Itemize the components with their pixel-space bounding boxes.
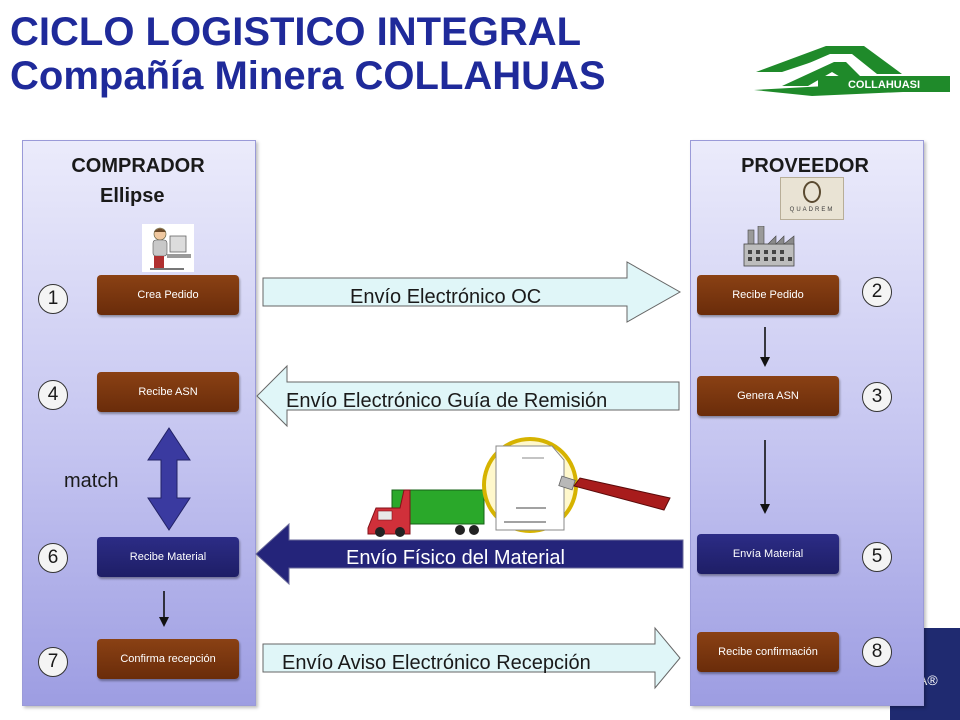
step-number-8: 8 bbox=[862, 637, 892, 667]
step-envia-material: Envía Material bbox=[697, 534, 839, 574]
flow-label-guia: Envío Electrónico Guía de Remisión bbox=[286, 390, 608, 412]
supplier-panel bbox=[690, 140, 924, 706]
step-recibe-material: Recibe Material bbox=[97, 537, 239, 577]
step-confirma-recepcion-label: Confirma recepción bbox=[120, 653, 216, 665]
step-recibe-material-label: Recibe Material bbox=[129, 551, 207, 563]
step-number-4: 4 bbox=[38, 380, 68, 410]
flow-arrow-material bbox=[255, 522, 684, 586]
flow-label-recepcion: Envío Aviso Electrónico Recepción bbox=[282, 652, 591, 674]
slide-title: CICLO LOGISTICO INTEGRAL Compañía Minera… bbox=[10, 10, 606, 98]
step-genera-asn-label: Genera ASN bbox=[737, 390, 799, 402]
step-crea-pedido-label: Crea Pedido bbox=[137, 289, 199, 301]
magnifier-document-icon bbox=[482, 437, 671, 533]
step-recibe-pedido-label: Recibe Pedido bbox=[732, 289, 804, 301]
flow-arrow-recepcion bbox=[262, 626, 681, 690]
office-worker-icon bbox=[142, 224, 194, 272]
flow-label-material: Envío Físico del Material bbox=[346, 547, 565, 569]
down-arrow-6-7-head bbox=[159, 617, 169, 627]
logo-wordmark: COLLAHUASI bbox=[848, 79, 920, 91]
step-recibe-asn: Recibe ASN bbox=[97, 372, 239, 412]
step-envia-material-label: Envía Material bbox=[732, 548, 804, 560]
step-recibe-pedido: Recibe Pedido bbox=[697, 275, 839, 315]
buyer-header: COMPRADOR bbox=[71, 155, 205, 177]
step-number-1: 1 bbox=[38, 284, 68, 314]
step-recibe-asn-label: Recibe ASN bbox=[138, 386, 198, 398]
quadrem-badge: QUADREM bbox=[780, 177, 844, 220]
title-line-2: Compañía Minera COLLAHUAS bbox=[10, 54, 606, 98]
step-genera-asn: Genera ASN bbox=[697, 376, 839, 416]
match-double-arrow bbox=[147, 427, 191, 531]
step-crea-pedido: Crea Pedido bbox=[97, 275, 239, 315]
down-arrow-3-5-head bbox=[760, 504, 770, 514]
step-number-3: 3 bbox=[862, 382, 892, 412]
down-arrow-2-3-head bbox=[760, 357, 770, 367]
quadrem-text: QUADREM bbox=[789, 207, 835, 213]
step-confirma-recepcion: Confirma recepción bbox=[97, 639, 239, 679]
flow-arrow-guia bbox=[256, 364, 680, 428]
match-label: match bbox=[64, 470, 119, 492]
step-number-2: 2 bbox=[862, 277, 892, 307]
step-number-7: 7 bbox=[38, 647, 68, 677]
step-number-5: 5 bbox=[862, 542, 892, 572]
quadrem-q-icon bbox=[803, 181, 821, 203]
collahuasi-logo: COLLAHUASI bbox=[754, 46, 950, 96]
factory-icon bbox=[743, 226, 795, 267]
buyer-panel bbox=[22, 140, 256, 706]
supplier-header: PROVEEDOR bbox=[741, 155, 869, 177]
flow-arrow-oc bbox=[262, 261, 682, 323]
flow-label-oc: Envío Electrónico OC bbox=[350, 286, 542, 308]
truck-icon bbox=[367, 489, 485, 537]
buyer-system-label: Ellipse bbox=[100, 185, 165, 207]
step-recibe-confirmacion-label: Recibe confirmación bbox=[718, 646, 818, 658]
step-number-6: 6 bbox=[38, 543, 68, 573]
step-recibe-confirmacion: Recibe confirmación bbox=[697, 632, 839, 672]
title-line-1: CICLO LOGISTICO INTEGRAL bbox=[10, 10, 582, 54]
